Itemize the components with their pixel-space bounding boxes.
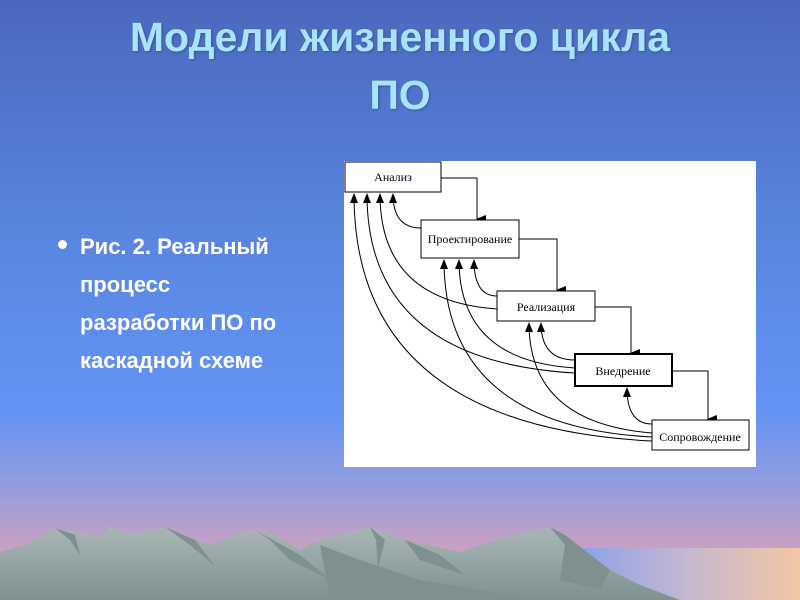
stage-label: Сопровождение [659, 430, 741, 444]
flow-arrow [519, 238, 566, 294]
stage-label: Проектирование [428, 232, 512, 246]
bullet-line: каскадной схеме [80, 348, 264, 373]
feedback-arrow [525, 322, 653, 434]
feedback-arrow [455, 259, 576, 369]
stage-label: Анализ [374, 170, 412, 184]
feedback-arrow [363, 193, 576, 374]
feedback-arrow [350, 193, 653, 442]
bullet-line: процесс [80, 272, 171, 297]
stage-box-implementation [496, 290, 596, 322]
stage-box-deployment [574, 353, 673, 387]
feedback-arrow [389, 193, 422, 229]
title-line-2: ПО [369, 72, 431, 118]
bullet-dot-icon [58, 240, 67, 249]
stage-box-maintenance [651, 419, 750, 451]
stage-box-design [420, 219, 520, 259]
feedback-arrow [376, 193, 498, 310]
stage-label: Реализация [517, 300, 576, 314]
flow-arrow [672, 370, 717, 423]
flow-arrow [595, 306, 640, 357]
slide-title: Модели жизненного цикла ПО [0, 8, 800, 124]
stage-label: Внедрение [595, 364, 650, 378]
feedback-arrow [623, 387, 653, 425]
stage-box-analysis [344, 161, 442, 193]
flow-arrow [441, 177, 486, 223]
feedback-arrow [440, 259, 653, 438]
waterfall-diagram: Анализ Проектирование Реализация Внедрен… [344, 161, 756, 467]
feedback-arrow [537, 322, 576, 361]
bullet-line: разработки ПО по [80, 310, 277, 335]
title-line-1: Модели жизненного цикла [129, 14, 671, 60]
bullet-text: Рис. 2. Реальный процесс разработки ПО п… [80, 228, 276, 380]
bullet-line: Рис. 2. Реальный [80, 234, 269, 259]
feedback-arrow [470, 259, 498, 297]
diagram-canvas: Анализ Проектирование Реализация Внедрен… [344, 161, 750, 451]
